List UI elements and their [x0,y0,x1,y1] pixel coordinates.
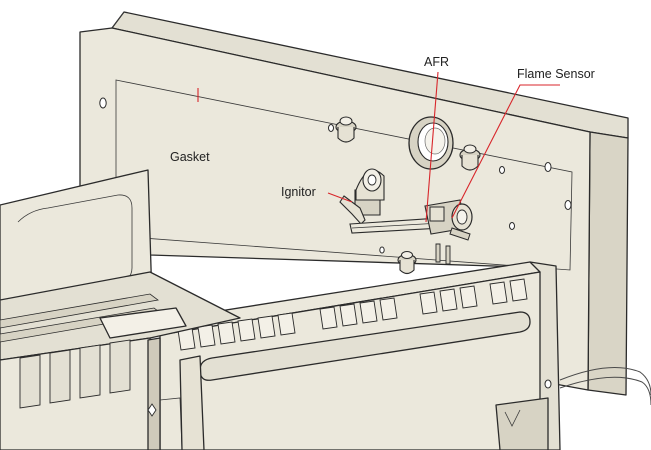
right-flange [587,131,629,396]
manifold-plate [99,307,187,339]
gasket-label: Gasket [170,150,210,164]
front-ribs [19,339,131,409]
callout-labels: Gasket AFR Flame Sensor Ignitor [170,55,595,199]
panel-hole [328,124,334,132]
stud [335,116,357,143]
panel-hole [379,246,385,254]
panel-hole [499,166,505,174]
flame-sensor-leader [451,84,560,219]
wiring [559,367,651,406]
flame-sensor-label: Flame Sensor [517,67,595,81]
sight-glass [408,116,454,170]
afr-label: AFR [424,55,449,69]
panel-hole [99,97,107,109]
ignitor-label: Ignitor [281,185,316,199]
burner-box-slot [199,311,531,381]
ignitor-leader [327,192,353,203]
ignitor-assembly [339,168,443,234]
afr-flame-sensor-housing [424,199,473,265]
panel-hole [564,200,572,210]
back-panel [79,11,629,396]
panel-hole [544,162,552,172]
callout-leaders [197,71,560,223]
panel-hole [509,222,515,230]
stud [397,251,417,275]
bottom-bracket [495,397,549,450]
afr-leader [425,71,439,223]
left-manifold [0,169,241,450]
burner-box [149,261,561,450]
